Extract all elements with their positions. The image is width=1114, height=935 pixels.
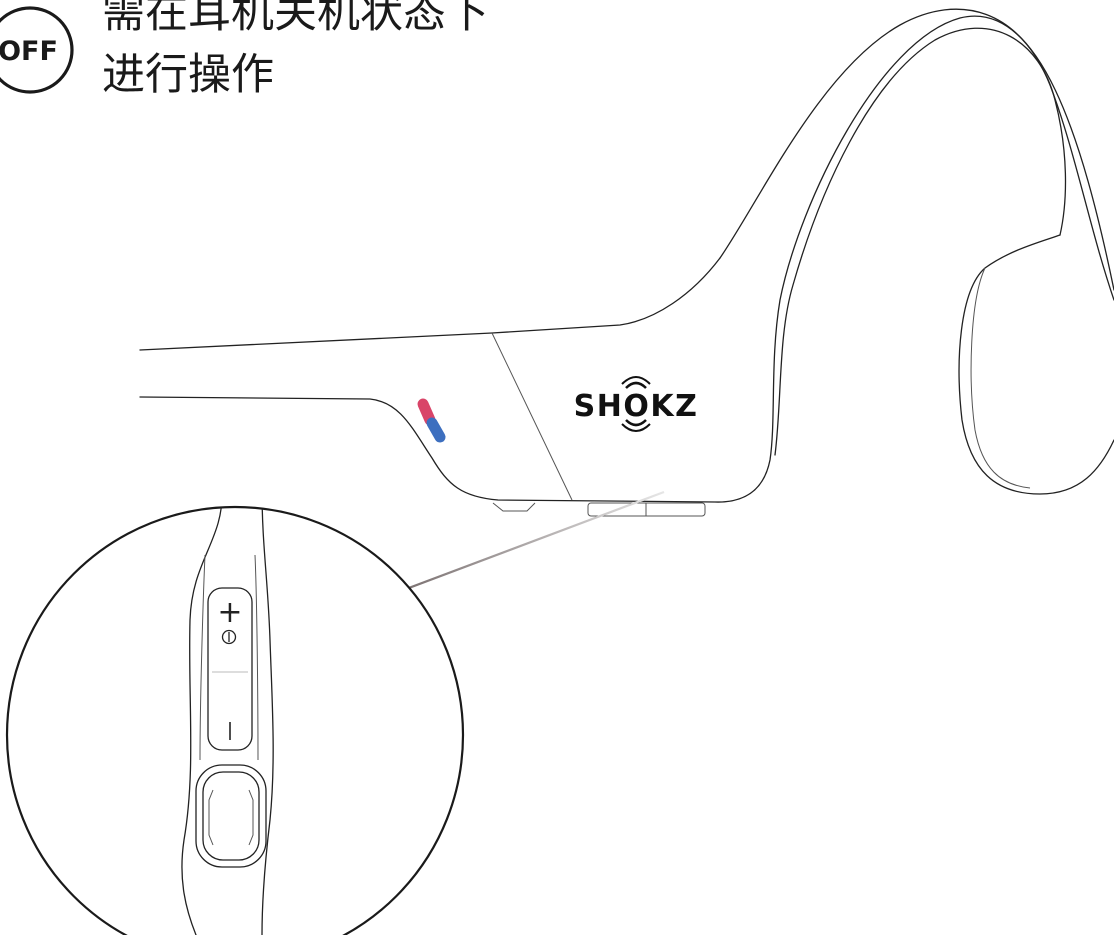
volume-up-mark: +: [217, 595, 242, 630]
zoom-band-inner-right: [254, 554, 259, 761]
zoom-band-inner-left: [199, 554, 206, 761]
earpiece-pad-inner: [970, 267, 1031, 489]
zoom-detail: +: [5, 505, 465, 935]
multifunction-button-housing: [195, 764, 267, 868]
logo-wave-bottom-outer: [621, 423, 651, 432]
off-badge-text: OFF: [0, 36, 58, 67]
power-icon: [221, 629, 237, 645]
indicator-light-red: [417, 398, 436, 426]
bottom-port: [492, 502, 536, 512]
earpiece-pad: [958, 234, 1114, 495]
brand-logo: SHOKZ: [574, 376, 699, 432]
button-left-notch: [208, 789, 214, 846]
volume-rocker: [207, 587, 253, 751]
zoom-band-right-edge: [261, 507, 274, 935]
brand-wordmark: SHOKZ: [574, 389, 699, 424]
logo-wave-top: [625, 381, 647, 389]
body-seam: [491, 332, 573, 501]
zoom-circle: [5, 505, 465, 935]
button-right-notch: [248, 789, 254, 846]
off-badge-circle: [0, 6, 74, 94]
headphone-body: [139, 8, 1114, 517]
zoom-band-left-edge: [181, 507, 223, 935]
instruction-line-2: 进行操作: [102, 50, 274, 100]
indicator-light-blue: [426, 417, 446, 443]
logo-wave-bottom: [625, 419, 647, 427]
multifunction-button: [202, 771, 260, 861]
logo-wave-top-outer: [621, 376, 651, 385]
instruction-caption: 需在耳机关机状态下 进行操作: [102, 0, 489, 106]
earhook-outer: [719, 8, 1114, 301]
off-badge: OFF: [0, 6, 74, 94]
earhook-inner: [774, 27, 1067, 456]
neckband-top-edge: [139, 257, 721, 351]
instruction-line-1: 需在耳机关机状态下: [102, 0, 489, 38]
